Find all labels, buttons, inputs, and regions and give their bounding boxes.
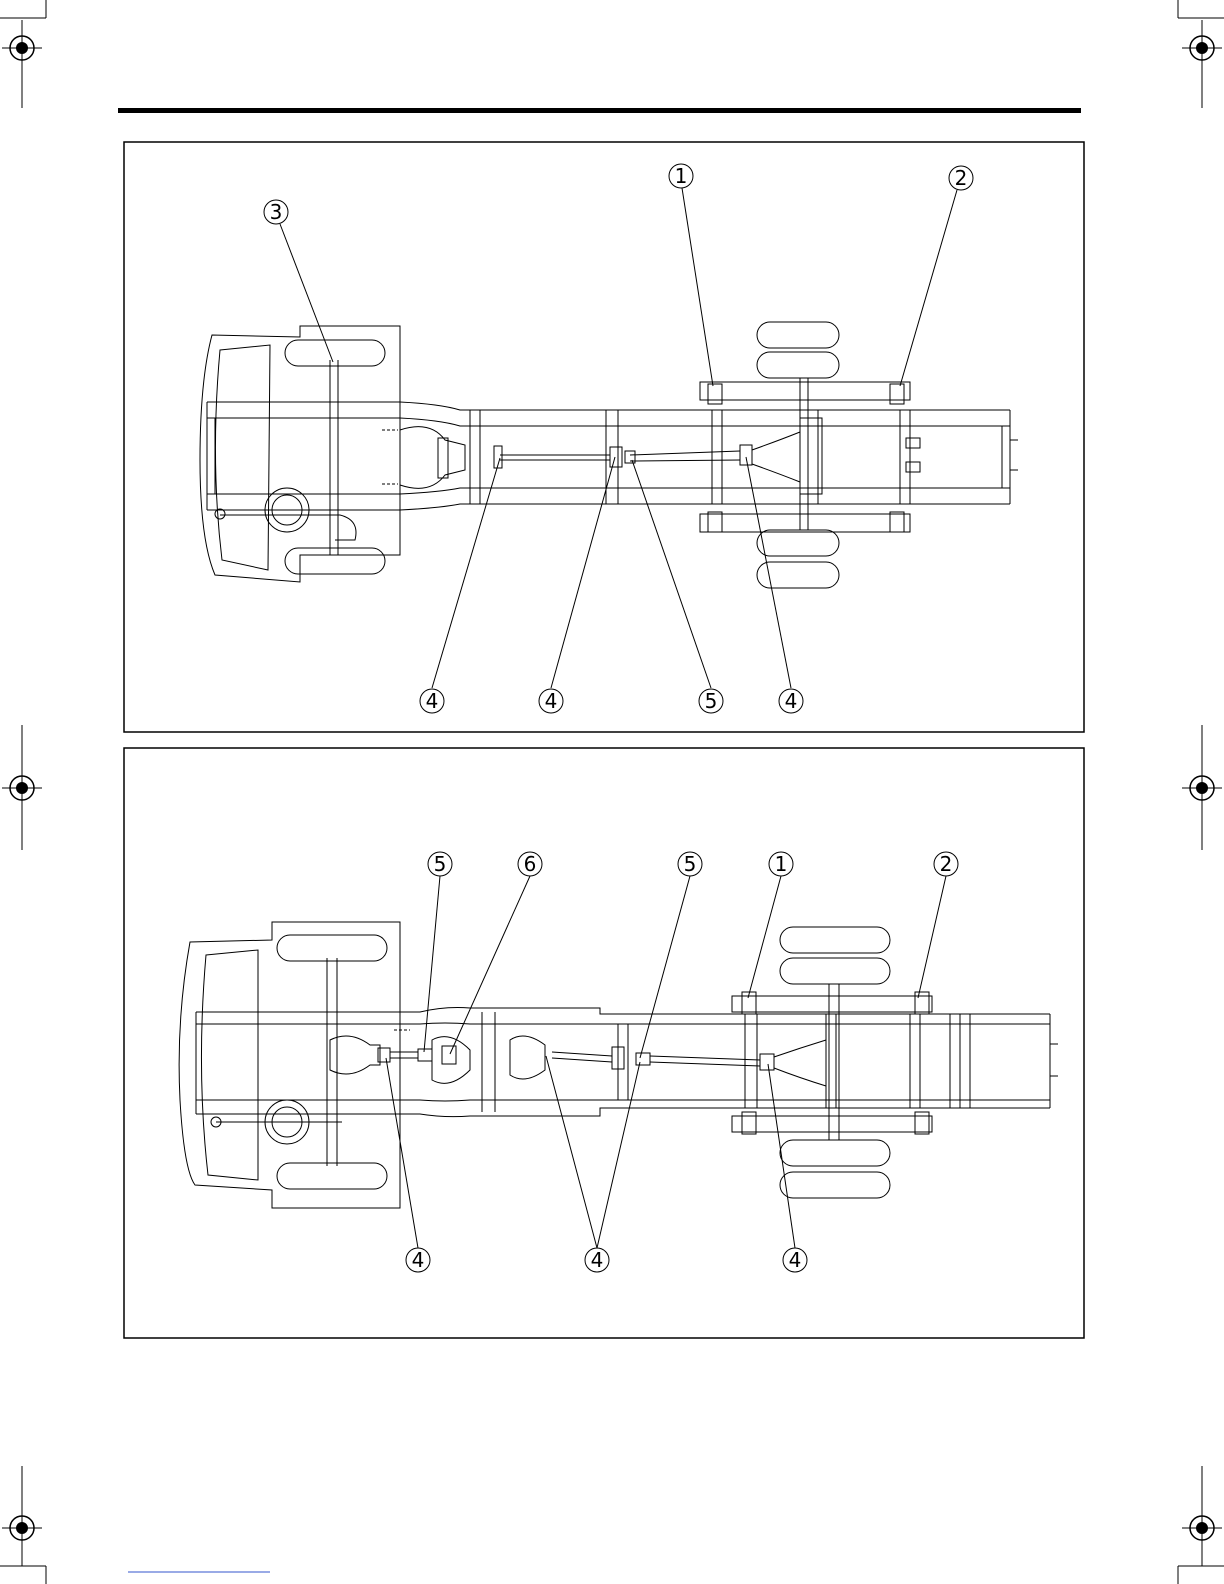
figure-1-callout-4b: 4 — [539, 689, 563, 713]
svg-text:5: 5 — [705, 689, 718, 713]
figure-1-callout-4a: 4 — [420, 689, 444, 713]
registration-mark-icon — [2, 725, 42, 850]
svg-text:4: 4 — [789, 1248, 802, 1272]
figure-2-callout-5a: 5 — [428, 852, 452, 876]
svg-text:1: 1 — [775, 852, 788, 876]
registration-mark-icon — [2, 1466, 42, 1566]
figure-1-frame — [124, 142, 1084, 732]
figure-2-callout-2: 2 — [934, 852, 958, 876]
figure-2-callout-6: 6 — [518, 852, 542, 876]
svg-text:5: 5 — [434, 852, 447, 876]
svg-text:2: 2 — [940, 852, 953, 876]
svg-text:5: 5 — [684, 852, 697, 876]
registration-mark-icon — [2, 20, 42, 108]
svg-text:4: 4 — [545, 689, 558, 713]
svg-text:3: 3 — [270, 200, 283, 224]
svg-text:6: 6 — [524, 852, 537, 876]
figure-2-callout-4c: 4 — [783, 1248, 807, 1272]
figure-2-chassis — [179, 922, 1058, 1208]
figure-2-callout-5b: 5 — [678, 852, 702, 876]
figure-1-callout-1: 1 — [669, 164, 693, 188]
registration-mark-icon — [1182, 1466, 1222, 1566]
header-rule — [118, 108, 1081, 113]
figure-1: 1 2 3 4 4 5 4 — [124, 142, 1084, 732]
figure-2-callout-4a: 4 — [406, 1248, 430, 1272]
figure-1-callout-5: 5 — [699, 689, 723, 713]
svg-text:4: 4 — [426, 689, 439, 713]
svg-text:1: 1 — [675, 164, 688, 188]
registration-mark-icon — [1182, 725, 1222, 850]
figure-2-callout-1: 1 — [769, 852, 793, 876]
figure-2-callout-4b: 4 — [585, 1248, 609, 1272]
svg-text:4: 4 — [785, 689, 798, 713]
svg-text:4: 4 — [591, 1248, 604, 1272]
registration-mark-icon — [1182, 20, 1222, 108]
svg-text:4: 4 — [412, 1248, 425, 1272]
figure-2: 5 6 5 1 2 4 4 4 — [124, 748, 1084, 1338]
figure-1-chassis — [200, 322, 1018, 588]
figure-1-callout-4c: 4 — [779, 689, 803, 713]
figure-1-callout-3: 3 — [264, 200, 288, 224]
figure-2-frame — [124, 748, 1084, 1338]
figure-1-callout-2: 2 — [949, 166, 973, 190]
svg-text:2: 2 — [955, 166, 968, 190]
